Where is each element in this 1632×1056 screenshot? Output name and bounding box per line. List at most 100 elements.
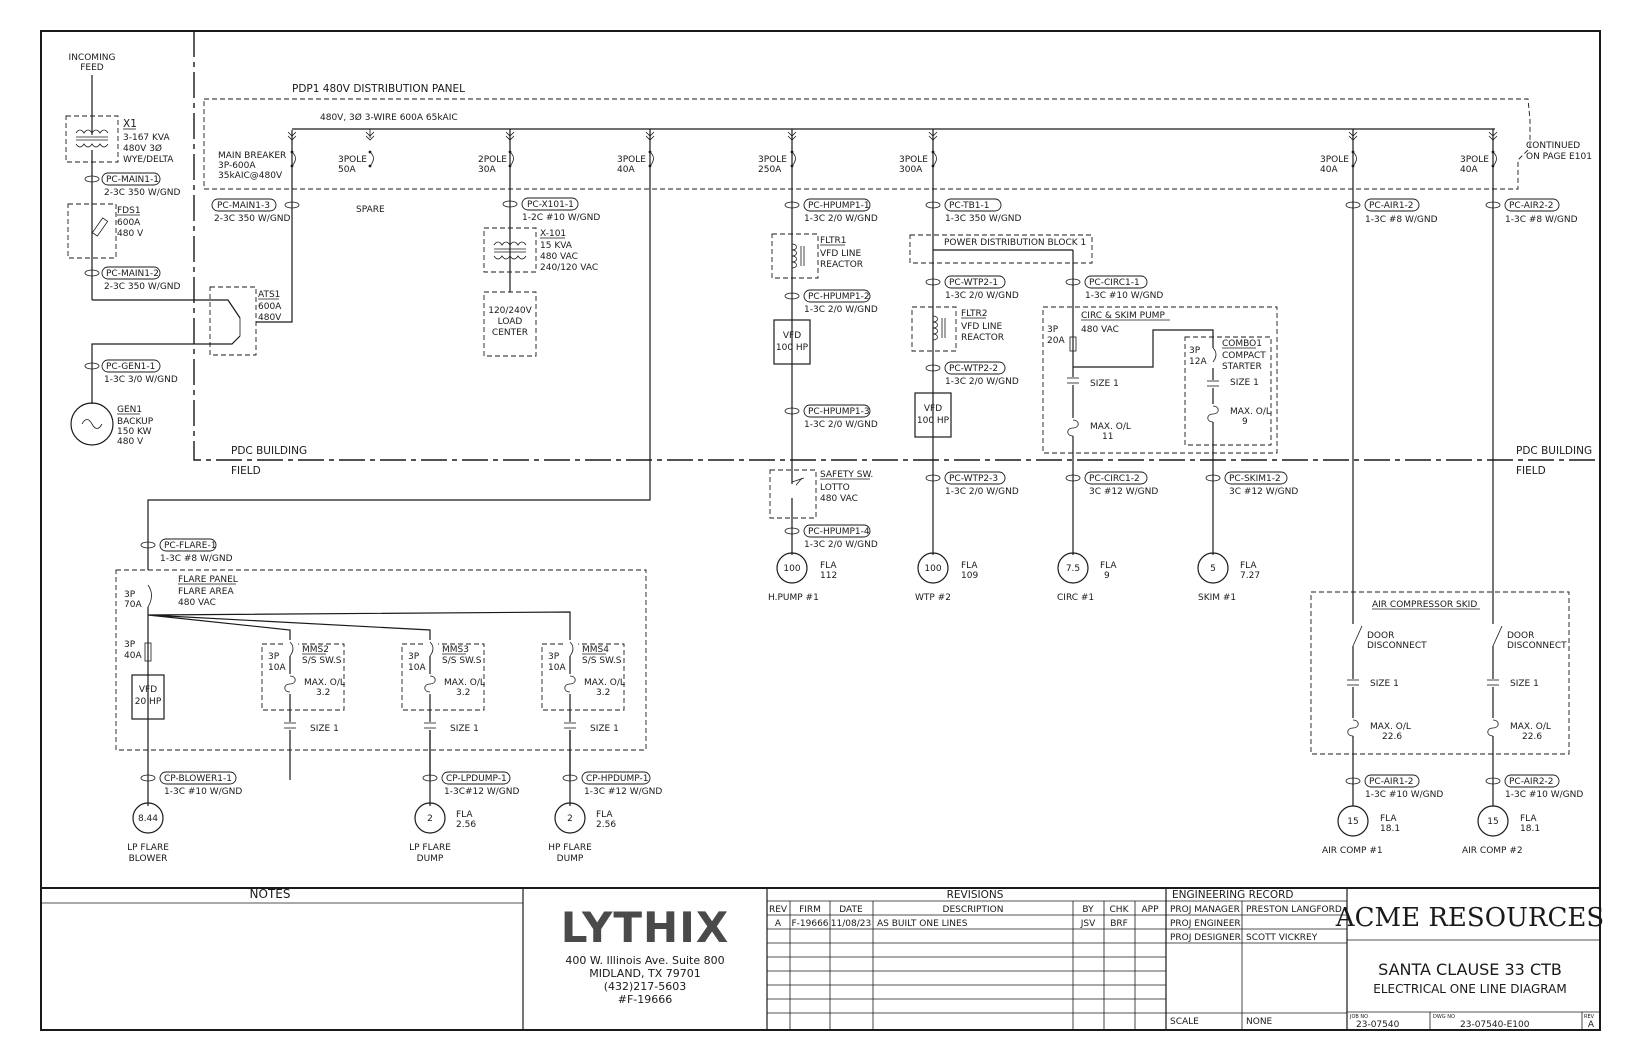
rev-col-header: FIRM [799,905,821,915]
fltr1-id: FLTR1 [820,236,846,246]
motor-circ [1057,552,1089,584]
breaker-poles: 3POLE [617,155,646,165]
x1-config: WYE/DELTA [123,155,174,165]
title-block: NOTES LYTHIX 400 W. Illinois Ave. Suite … [41,887,1604,1030]
cable-tag: PC-X101-1 [527,200,574,210]
mms-breaker-amps: 10A [268,663,286,673]
eng-role: PROJ MANAGER [1170,905,1240,915]
motor-fla: 2.56 [456,820,476,830]
rev-cell: F-19666 [791,919,828,929]
motor-label: HP FLARE [548,843,592,853]
ats1-rating: 600A [258,302,282,312]
motor-fla-label: FLA [456,810,473,820]
motor-skim [1197,552,1229,584]
safety-sw-desc: LOTTO [820,483,850,493]
company-firm-no: #F-19666 [618,993,673,1006]
rev-col-header: DESCRIPTION [943,905,1004,915]
mms2-box [261,643,345,711]
cable-spec: 3C #12 W/GND [1089,487,1158,497]
motor-label: LP FLARE [409,843,451,853]
ats1-voltage: 480V [258,313,282,323]
eng-name: SCOTT VICKREY [1246,933,1318,943]
breaker-poles: 2POLE [478,155,507,165]
cable-spec: 1-3C 350 W/GND [945,214,1022,224]
incoming-feed-label-2: FEED [80,63,104,73]
eng-name: PRESTON LANGFORD [1246,905,1342,915]
mms-breaker-poles: 3P [548,652,560,662]
motor-hpump [776,552,808,584]
notes-header: NOTES [250,887,291,901]
air-overload-label: MAX. O/L [1370,722,1411,732]
air-compressor-skid [1310,591,1570,755]
motor-label-2: DUMP [417,854,444,864]
cable-tag: PC-MAIN1-1 [106,175,159,185]
mms-size: SIZE 1 [450,724,479,734]
revision: A [1588,1020,1595,1030]
cable-spec: 1-3C #8 W/GND [160,554,233,564]
motor-fla-label: FLA [1240,561,1257,571]
flare-main-poles: 3P [124,590,136,600]
air-overload-value: 22.6 [1522,732,1542,742]
load-center-voltage: 120/240V [488,306,532,316]
flare-vfd-breaker-amps: 40A [124,651,142,661]
cable-tag: PC-HPUMP1-4 [808,527,870,537]
motor-wtp [917,552,949,584]
mms-size: SIZE 1 [590,724,619,734]
motor-fla: 18.1 [1380,824,1400,834]
cable-spec: 1-3C #10 W/GND [1085,291,1163,301]
mms-overload-value: 3.2 [456,688,470,698]
vfd-label: VFD [139,685,157,695]
mms-id: MMS2 [302,645,329,655]
motor-hp: 8.44 [138,814,158,824]
mms-overload-label: MAX. O/L [304,678,345,688]
mms-desc: S/S SW.S [442,656,482,666]
scale-label: SCALE [1170,1017,1199,1027]
circ-breaker-poles: 3P [1047,325,1059,335]
motor-fla: 7.27 [1240,571,1260,581]
motor-label: CIRC #1 [1057,593,1094,603]
cable-spec: 1-3C 2/0 W/GND [945,487,1019,497]
rev-cell: A [775,919,782,929]
load-center-label-2: CENTER [492,328,528,338]
circ-skim-title: CIRC & SKIM PUMP [1081,311,1165,321]
breaker-poles: 3POLE [1320,155,1349,165]
pdc-building-boundary [193,31,1600,461]
pdb-label: POWER DISTRIBUTION BLOCK 1 [944,238,1086,248]
drawing-title: ELECTRICAL ONE LINE DIAGRAM [1373,982,1566,996]
x101-rating: 15 KVA [540,241,573,251]
sheet-border [40,30,1601,1031]
motor-fla-label: FLA [1380,814,1397,824]
mms-id: MMS3 [442,645,469,655]
cable-spec: 1-3C #10 W/GND [164,787,242,797]
rev-cell: AS BUILT ONE LINES [877,919,968,929]
continued-page: ON PAGE E101 [1526,152,1592,162]
pdc-building-right: PDC BUILDING [1516,445,1592,457]
motor-hp: 2 [567,814,573,824]
rev-cell: 11/08/23 [831,919,871,929]
motor-hp: 100 [924,564,941,574]
vfd-flare [131,674,165,720]
ats1-box [209,286,257,356]
vfd-wtp [914,392,952,438]
motor-lp-blower [132,802,164,834]
mms-id: MMS4 [582,645,609,655]
cable-spec: 1-3C #12 W/GND [584,787,662,797]
rev-col-header: BY [1082,905,1094,915]
generator-symbol [70,402,114,446]
company-address: 400 W. Illinois Ave. Suite 800 [565,954,724,967]
spare-breaker-rating: 50A [338,165,356,175]
company-city: MIDLAND, TX 79701 [589,967,701,980]
cable-spec: 1-3C 3/0 W/GND [104,375,178,385]
cable-tag: PC-AIR2-2 [1509,777,1554,787]
load-center-label: LOAD [498,317,523,327]
spare-label: SPARE [356,205,385,215]
rev-label: REV [1584,1014,1595,1020]
company-phone: (432)217-5603 [604,980,687,993]
cable-tag: PC-AIR2-2 [1509,201,1554,211]
cable-spec: 1-3C#12 W/GND [444,787,519,797]
mms4-box [541,643,625,711]
mms-overload-label: MAX. O/L [444,678,485,688]
vfd-hp: 100 HP [776,343,809,353]
rev-cell: BRF [1110,919,1128,929]
cable-spec: 1-3C 2/0 W/GND [945,291,1019,301]
